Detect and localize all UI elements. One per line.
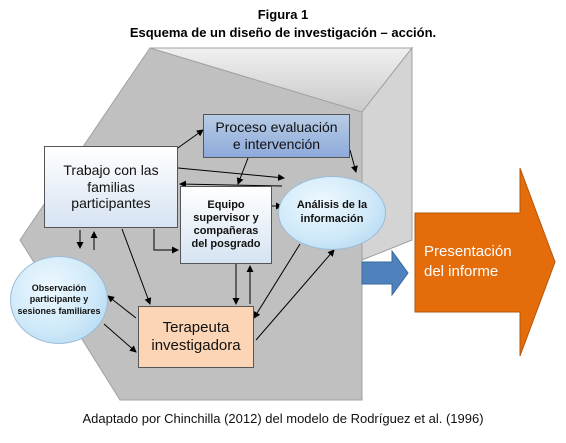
figure-caption: Adaptado por Chinchilla (2012) del model…: [82, 411, 484, 426]
link-proceso-to-analisis: [349, 149, 358, 173]
link-trabajo-to-proceso: [174, 129, 204, 151]
connector-arrow: [361, 249, 409, 297]
node-terapeuta-investigadora: Terapeuta investigadora: [138, 306, 254, 368]
node-presentacion-line-1: Presentación: [424, 243, 512, 260]
node-observacion-participante: Observación participante y sesiones fami…: [10, 256, 108, 344]
node-proceso-evaluacion: Proceso evaluación e intervención: [203, 114, 350, 158]
link-trabajo-to-terapeuta: [121, 228, 152, 305]
link-analisis-to-trabajo: [179, 180, 283, 188]
link-terapeuta-to-observacion: [107, 295, 137, 319]
node-presentacion-informe: Presentación del informe: [424, 242, 536, 281]
node-equipo-line-3: compañeras: [193, 225, 259, 237]
node-proceso-line-2: e intervención: [232, 136, 321, 152]
figure-title: Esquema de un diseño de investigación – …: [129, 25, 437, 40]
node-observacion-line-2: participante: [29, 294, 81, 305]
node-equipo-line-4: del posgrado: [191, 238, 261, 251]
node-trabajo-line-1: Trabajo con las: [63, 161, 159, 178]
node-equipo-line-2: supervisor y: [193, 211, 259, 224]
node-observacion-line-4: familiares: [58, 305, 101, 316]
node-proceso-line-1: Proceso evaluación: [215, 119, 338, 136]
node-trabajo-line-3: participantes: [71, 195, 151, 212]
node-presentacion-line-2: del informe: [424, 262, 499, 280]
link-terapeuta-to-analisis: [255, 249, 335, 341]
node-analisis-line-1: Análisis de: [296, 199, 355, 212]
link-trabajo-to-equipo: [153, 229, 179, 254]
node-terapeuta-line-2: investigadora: [151, 337, 241, 354]
node-analisis-line-2: la: [357, 199, 368, 212]
node-equipo-supervisor: Equipo supervisor y compañeras del posgr…: [180, 186, 272, 264]
link-trabajo-to-analisis: [177, 167, 285, 181]
node-trabajo-familias: Trabajo con las familias participantes: [44, 146, 178, 228]
node-observacion-line-3: y sesiones: [17, 294, 89, 316]
link-observacion-to-terapeuta: [103, 323, 137, 353]
figure-number: Figura 1: [257, 7, 309, 22]
node-trabajo-line-2: familias: [87, 178, 135, 195]
node-observacion-line-1: Observación: [31, 283, 87, 294]
link-proceso-to-equipo: [236, 157, 249, 185]
node-equipo-line-1: Equipo: [207, 198, 245, 211]
node-analisis-informacion: Análisis de la información: [278, 176, 386, 250]
node-terapeuta-line-1: Terapeuta: [162, 319, 230, 336]
output-arrow: [414, 167, 556, 357]
link-analisis-to-terapeuta: [253, 243, 301, 319]
node-analisis-line-3: información: [300, 213, 364, 225]
